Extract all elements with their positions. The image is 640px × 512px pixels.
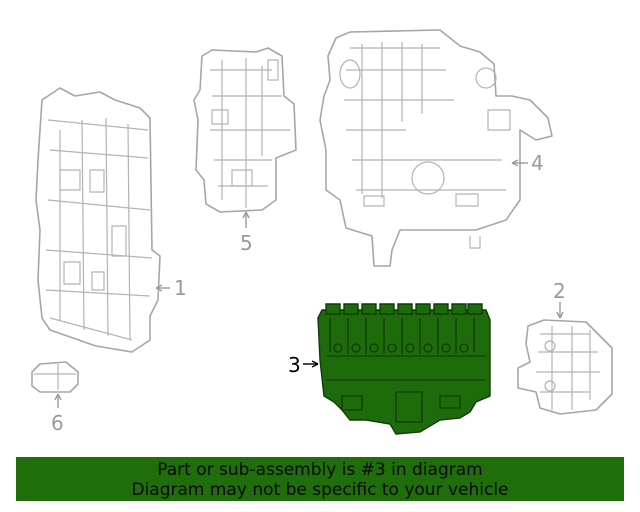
callout-label-1: 1 [174, 276, 187, 300]
callout-1: 1 [155, 276, 187, 300]
callout-label-6: 6 [51, 411, 64, 435]
banner-line-2: Diagram may not be specific to your vehi… [131, 480, 509, 500]
callout-6: 6 [51, 393, 64, 435]
part-1-drawing[interactable] [35, 87, 161, 353]
callout-4: 4 [511, 151, 544, 175]
part-4-drawing[interactable] [319, 29, 553, 267]
callout-3: 3 [288, 353, 319, 377]
parts-diagram: 1 5 4 2 [31, 29, 613, 435]
callout-label-5: 5 [240, 231, 253, 255]
callout-2: 2 [553, 279, 566, 319]
part-6-drawing[interactable] [31, 361, 79, 393]
part-5-drawing[interactable] [193, 47, 297, 213]
callout-5: 5 [240, 211, 253, 255]
callout-label-2: 2 [553, 279, 566, 303]
banner-line-1: Part or sub-assembly is #3 in diagram [157, 460, 483, 480]
info-banner: Part or sub-assembly is #3 in diagram Di… [16, 457, 624, 501]
part-3-drawing-highlighted[interactable] [317, 303, 491, 435]
callout-label-3: 3 [288, 353, 301, 377]
callout-label-4: 4 [531, 151, 544, 175]
part-2-drawing[interactable] [517, 319, 613, 415]
